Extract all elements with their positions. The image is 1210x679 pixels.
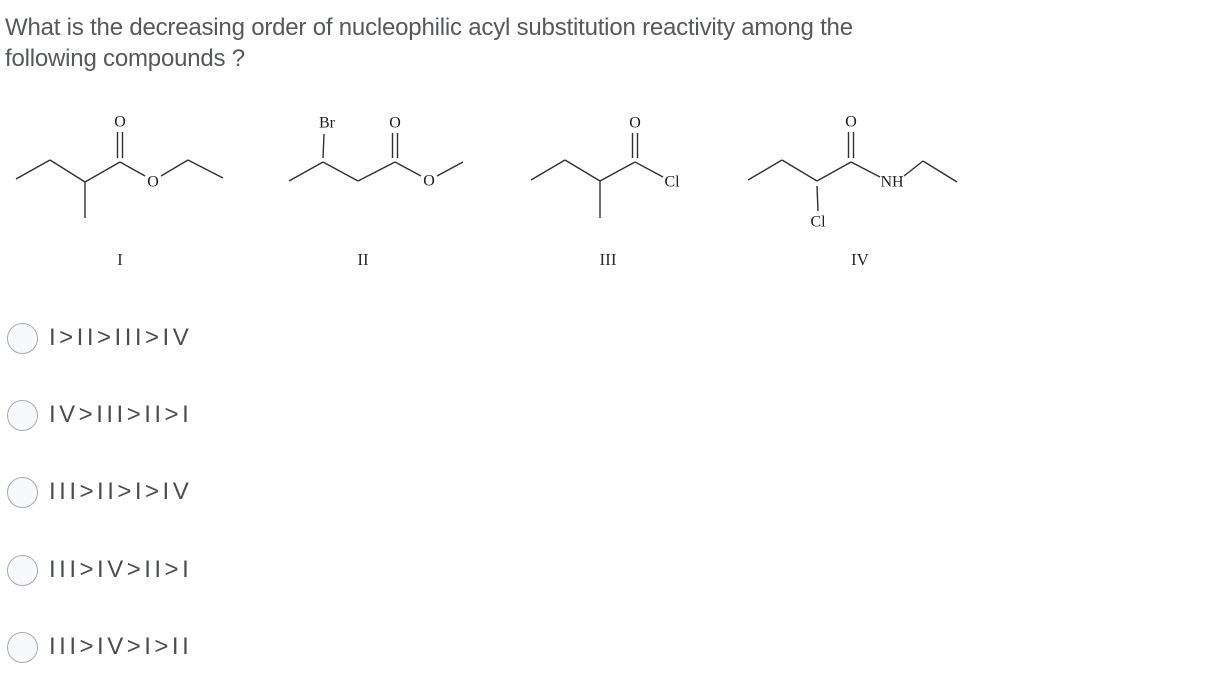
option-label[interactable]: I>II>III>IV (49, 324, 193, 351)
atom-label-br: Br (319, 115, 336, 132)
atom-label-ester-o: O (423, 173, 435, 190)
option-label[interactable]: III>IV>II>I (49, 556, 193, 583)
answer-option-4[interactable]: III>IV>II>I (7, 552, 192, 588)
atom-label-carbonyl-o: O (629, 115, 641, 132)
answer-option-5[interactable]: III>IV>I>II (7, 629, 192, 665)
question-text: What is the decreasing order of nucleoph… (5, 12, 853, 74)
compound-structure-ii: Br O O (288, 115, 464, 190)
answer-option-2[interactable]: IV>III>II>I (7, 397, 192, 433)
radio-button[interactable] (7, 322, 38, 354)
bond-lines (747, 132, 958, 212)
compound-label-ii: II (357, 250, 369, 269)
compound-structure-iii: O Cl (530, 115, 680, 218)
bond-lines (15, 132, 224, 218)
option-label[interactable]: IV>III>II>I (49, 401, 193, 428)
radio-button[interactable] (7, 476, 38, 508)
answer-option-3[interactable]: III>II>I>IV (7, 474, 192, 510)
atom-label-carbonyl-o: O (389, 115, 401, 132)
compound-label-i: I (117, 250, 123, 269)
radio-button[interactable] (7, 631, 38, 663)
option-label[interactable]: III>IV>I>II (49, 633, 193, 660)
radio-button[interactable] (7, 399, 38, 431)
compound-label-iii: III (599, 250, 617, 269)
atom-label-ester-o: O (147, 174, 159, 191)
atom-label-carbonyl-o: O (845, 114, 857, 131)
atom-label-carbonyl-o: O (114, 114, 126, 131)
compound-structure-iv: O NH Cl (747, 114, 958, 231)
bond-lines (288, 133, 464, 182)
question-line-1: What is the decreasing order of nucleoph… (5, 14, 853, 41)
compound-structure-i: O O (15, 114, 224, 218)
radio-button[interactable] (7, 554, 38, 586)
question-line-2: following compounds ? (5, 45, 245, 72)
compound-label-iv: IV (851, 250, 869, 269)
option-label[interactable]: III>II>I>IV (49, 478, 193, 505)
atom-label-cl: Cl (810, 214, 826, 231)
answer-option-1[interactable]: I>II>III>IV (7, 320, 192, 356)
atom-label-cl: Cl (664, 174, 680, 191)
bond-lines (530, 133, 664, 218)
atom-label-nh: NH (880, 174, 904, 191)
